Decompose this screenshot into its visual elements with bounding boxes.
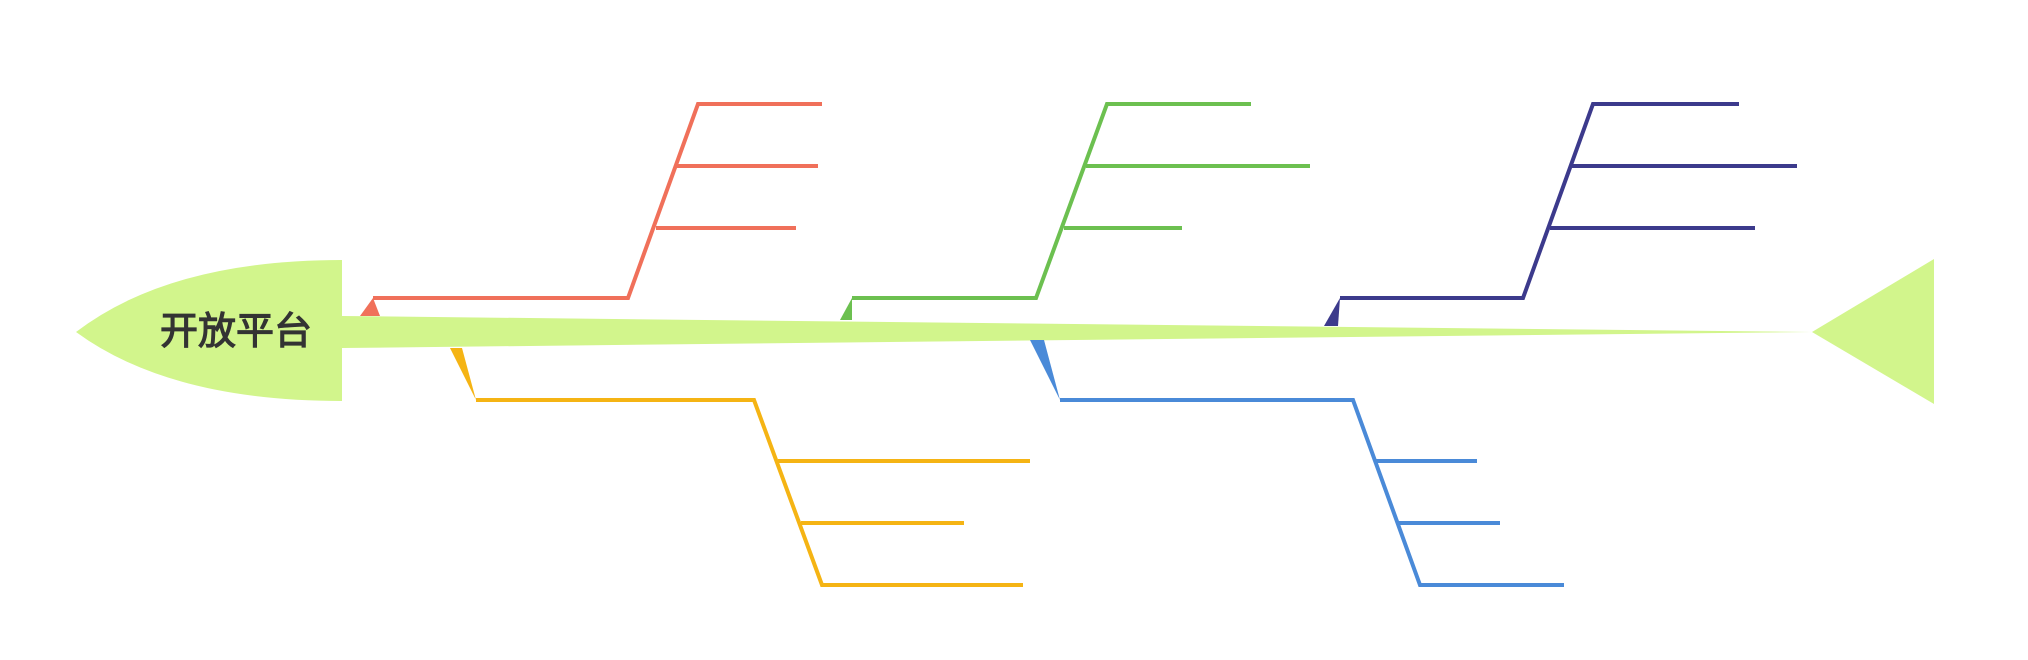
branches	[360, 102, 1797, 587]
branch-yellow-rib	[476, 398, 1023, 587]
branch-yellow[interactable]	[450, 348, 1030, 587]
fish-backbone	[342, 316, 1812, 348]
fish-spine	[76, 259, 1934, 404]
branch-green-connector	[840, 298, 852, 320]
branch-blue-rib	[1060, 398, 1564, 587]
branch-blue[interactable]	[1030, 340, 1564, 587]
branch-purple-connector	[1324, 298, 1340, 326]
branch-green[interactable]	[840, 102, 1310, 320]
branch-red-rib	[373, 102, 822, 300]
branch-purple-rib	[1340, 102, 1739, 300]
diagram-title: 开放平台	[160, 309, 312, 353]
branch-red-connector	[360, 298, 380, 316]
branch-yellow-connector	[450, 348, 476, 400]
branch-purple[interactable]	[1324, 102, 1797, 326]
branch-green-rib	[852, 102, 1251, 300]
branch-blue-connector	[1030, 340, 1060, 400]
branch-red[interactable]	[360, 102, 822, 316]
fish-tail	[1812, 259, 1934, 404]
fish-head	[76, 260, 342, 401]
